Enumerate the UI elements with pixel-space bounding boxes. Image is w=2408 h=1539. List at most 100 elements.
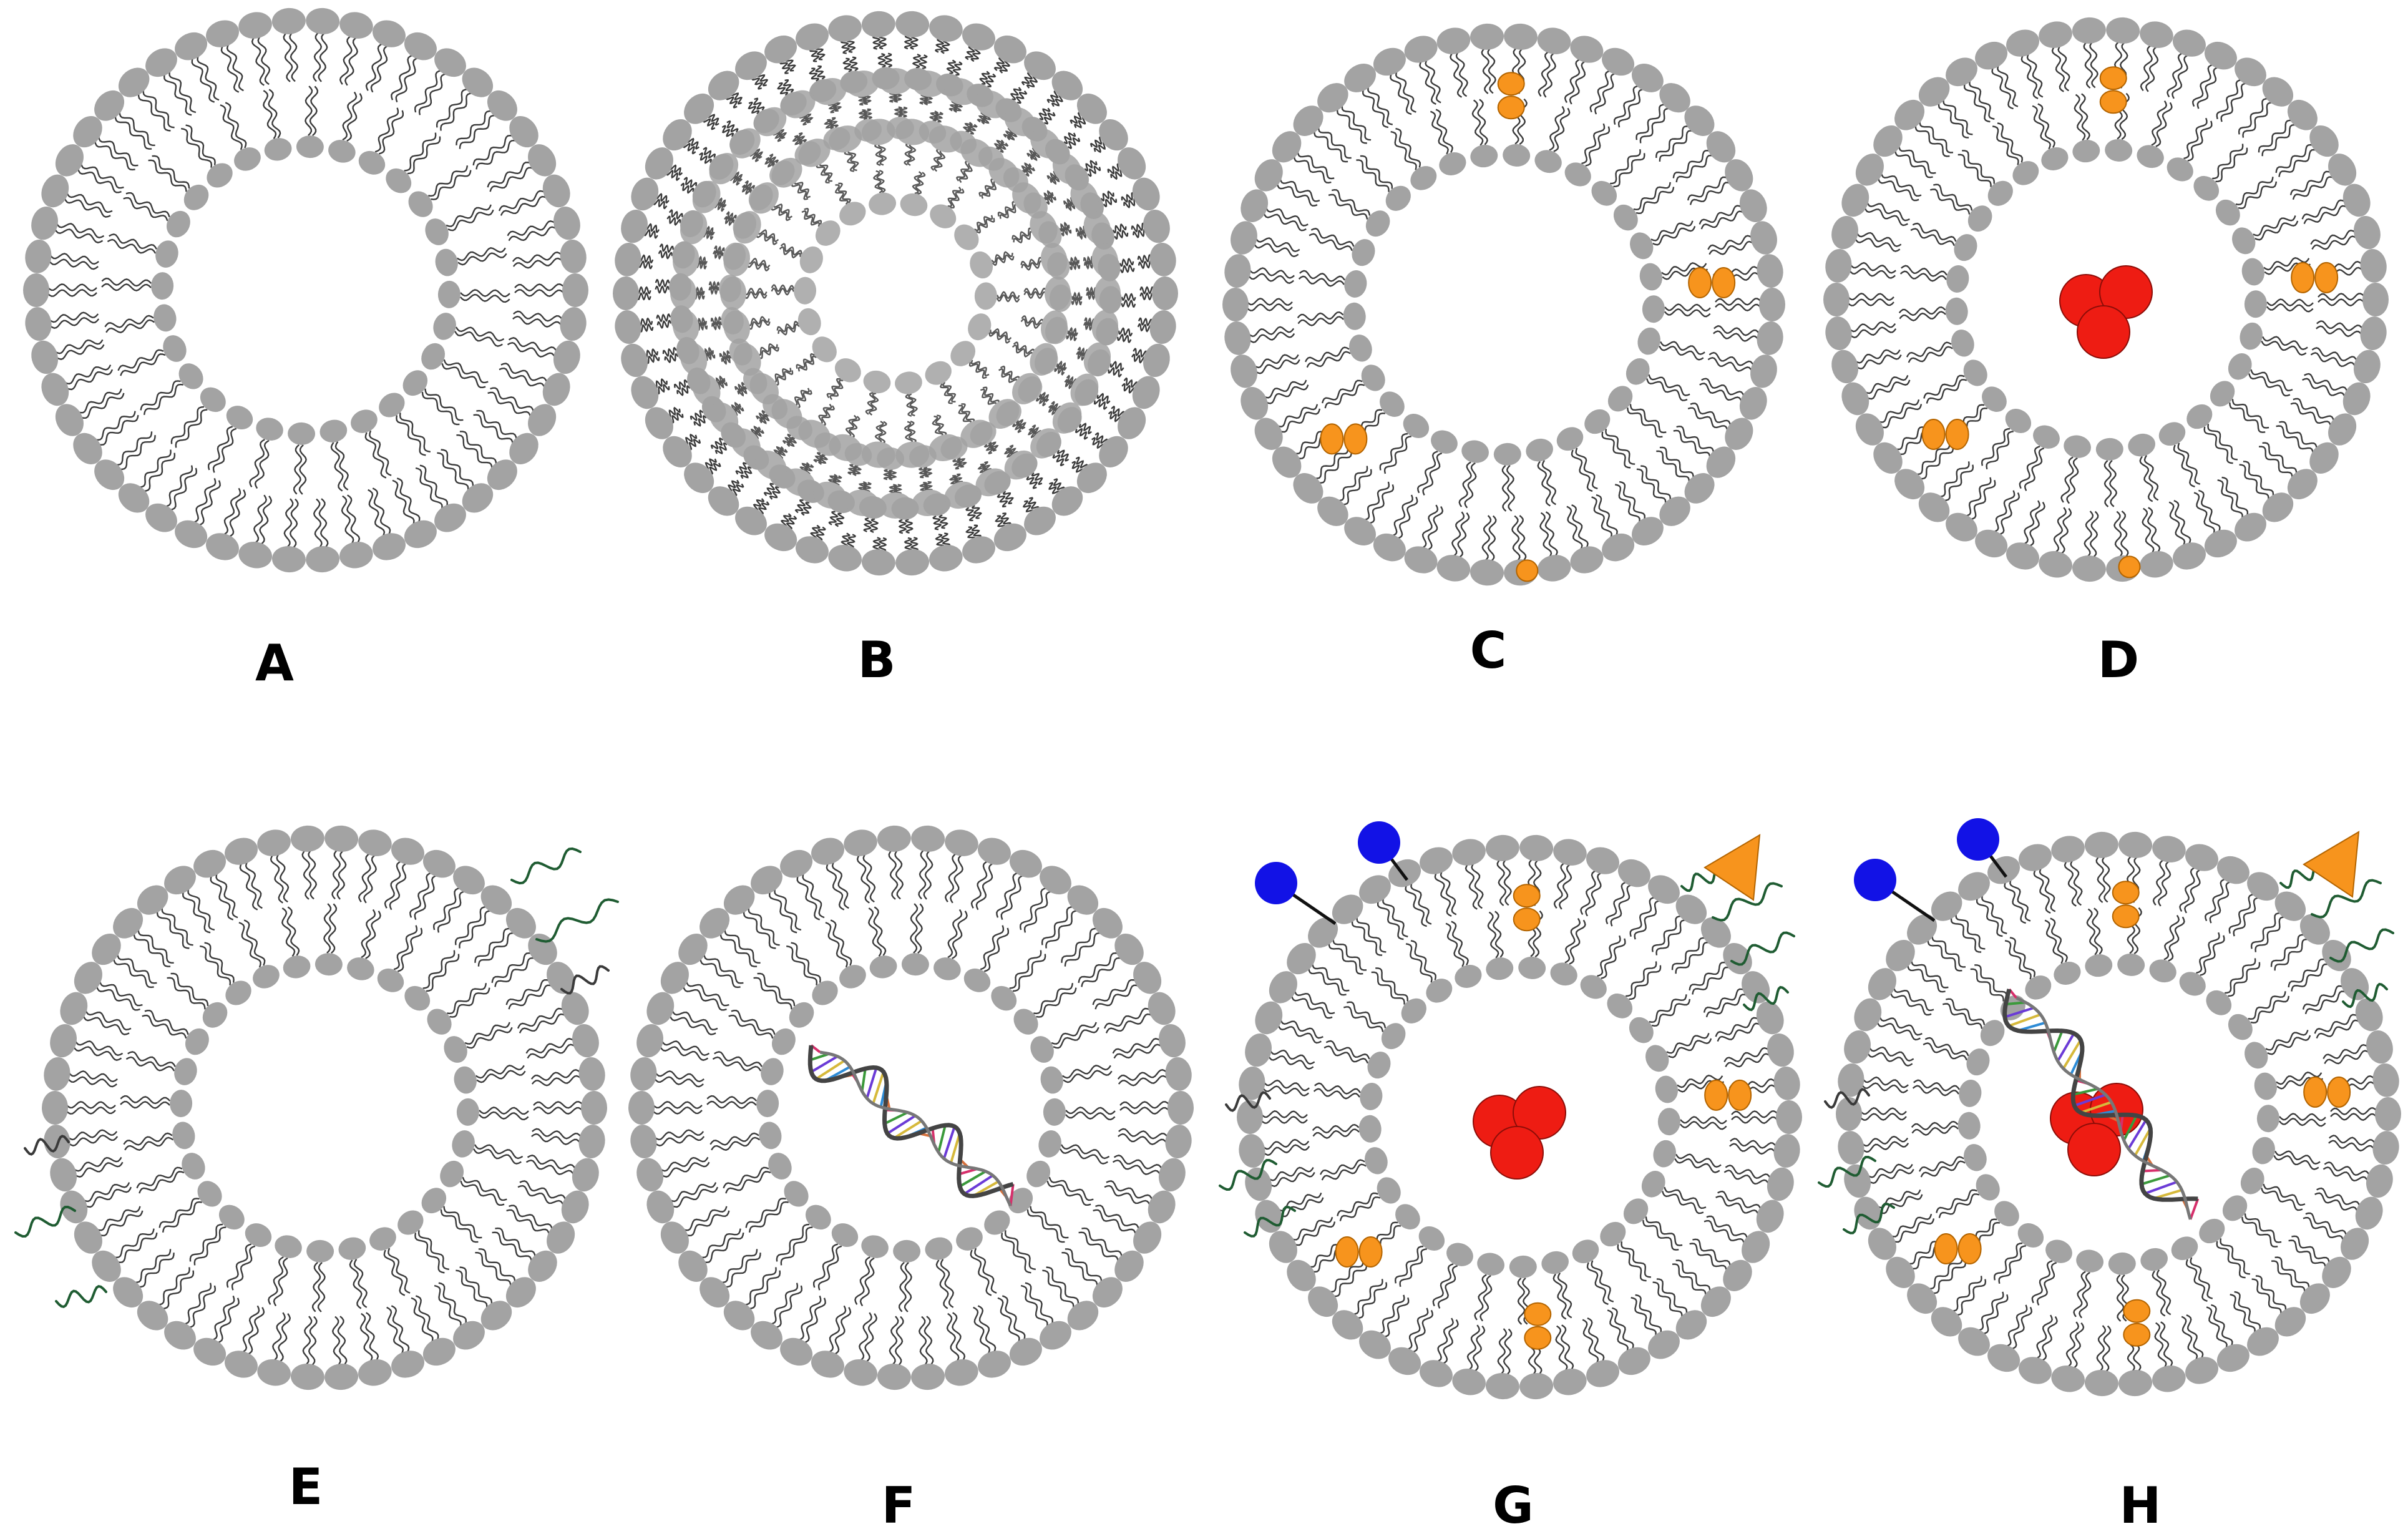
lipid-head bbox=[572, 1158, 599, 1192]
lipid-tail bbox=[1121, 192, 1136, 203]
lipid-tail bbox=[2157, 860, 2172, 907]
lipid-tail bbox=[478, 1111, 529, 1121]
lipid-tail bbox=[1397, 496, 1418, 540]
lipid-head bbox=[1419, 1360, 1453, 1387]
lipid-tail bbox=[1974, 964, 2007, 999]
lipid-head bbox=[1767, 1167, 1794, 1201]
lipid-tail bbox=[289, 31, 299, 82]
lipid-tail bbox=[684, 433, 698, 446]
drug-molecule bbox=[2077, 305, 2130, 359]
lipid-head bbox=[1742, 1231, 1770, 1263]
lipid-tail bbox=[464, 1022, 510, 1045]
lipid-head bbox=[290, 1364, 324, 1390]
lipid-tail bbox=[1596, 494, 1618, 537]
lipid-tail bbox=[1321, 379, 1363, 404]
lipid-tail bbox=[888, 91, 898, 103]
lipid-tail bbox=[1649, 994, 1687, 1024]
lipid-tail bbox=[2198, 489, 2221, 532]
lipid-tail bbox=[1063, 132, 1076, 145]
lipid-tail bbox=[268, 89, 281, 139]
lipid-tail bbox=[374, 107, 399, 153]
lipid-tail bbox=[399, 413, 431, 453]
lipid-tail bbox=[980, 388, 997, 408]
lipid-tail bbox=[2324, 1050, 2370, 1065]
lipid-tail bbox=[743, 291, 768, 300]
lipid-head bbox=[164, 866, 196, 895]
lipid-tail bbox=[993, 139, 1005, 150]
lipid-tail bbox=[814, 65, 826, 80]
lipid-head bbox=[730, 128, 761, 159]
lipid-tail bbox=[688, 438, 701, 451]
lipid-tail bbox=[293, 444, 303, 495]
lipid-tail bbox=[965, 507, 977, 522]
lipid-tail bbox=[440, 1209, 479, 1243]
lipid-tail bbox=[1280, 408, 1321, 433]
lipid-tail bbox=[1000, 365, 1020, 381]
lipid-head bbox=[630, 1125, 657, 1159]
lipid-head bbox=[1012, 182, 1041, 214]
lipid-tail bbox=[971, 505, 982, 519]
lipid-tail bbox=[777, 323, 800, 336]
lipid-tail bbox=[1986, 431, 2014, 469]
lipid-head bbox=[733, 211, 761, 244]
lipid-tail bbox=[2022, 500, 2040, 545]
lipid-tail bbox=[1081, 957, 1122, 987]
lipid-tail bbox=[1662, 1191, 1704, 1214]
lipid-head bbox=[200, 387, 226, 413]
lipid-tail bbox=[673, 379, 688, 391]
panel-label-h: H bbox=[2120, 1477, 2162, 1535]
lipid-tail bbox=[996, 294, 1020, 303]
lipid-head bbox=[1855, 154, 1884, 186]
lipid-tail bbox=[1635, 1294, 1662, 1334]
lipid-tail bbox=[1313, 1088, 1360, 1100]
lipid-tail bbox=[1025, 166, 1036, 177]
base-pair bbox=[815, 1059, 846, 1080]
lipid-tail bbox=[1304, 346, 1350, 363]
lipid-head bbox=[1404, 36, 1438, 63]
lipid-tail bbox=[671, 1186, 719, 1208]
lipid-tail bbox=[801, 502, 812, 516]
lipid-head bbox=[861, 549, 895, 576]
lipid-tail bbox=[1481, 47, 1491, 94]
lipid-head bbox=[1272, 131, 1302, 163]
lipid-tail bbox=[56, 222, 105, 239]
lipid-tail bbox=[782, 79, 794, 93]
lipid-tail bbox=[714, 442, 728, 455]
lipid-tail bbox=[670, 412, 684, 424]
lipid-head bbox=[434, 503, 466, 532]
lipid-tail bbox=[935, 38, 945, 53]
base-pair bbox=[865, 1067, 878, 1099]
lipid-tail bbox=[2132, 907, 2142, 955]
lipid-tail bbox=[819, 161, 833, 182]
lipid-tail bbox=[968, 361, 987, 379]
lipid-head bbox=[314, 953, 343, 976]
lipid-tail bbox=[962, 122, 973, 133]
lipid-head bbox=[1836, 1097, 1862, 1131]
lipid-tail bbox=[2329, 1135, 2376, 1146]
lipid-tail bbox=[1619, 481, 1646, 520]
lipid-head bbox=[1964, 1144, 1987, 1171]
lipid-tail bbox=[1367, 86, 1393, 125]
lipid-head bbox=[2171, 1236, 2198, 1261]
lipid-tail bbox=[803, 464, 814, 475]
lipid-head bbox=[900, 193, 928, 217]
lipid-tail bbox=[1248, 267, 1295, 279]
lipid-tail bbox=[1651, 915, 1682, 952]
lipid-tail bbox=[1121, 383, 1136, 394]
lipid-head bbox=[834, 358, 861, 383]
lipid-head bbox=[1706, 446, 1736, 478]
lipid-tail bbox=[1930, 188, 1971, 215]
lipid-tail bbox=[1856, 232, 1902, 247]
lipid-tail bbox=[910, 903, 919, 954]
lipid-tail bbox=[656, 320, 672, 330]
lipid-tail bbox=[1107, 163, 1121, 175]
lipid-head bbox=[1831, 349, 1859, 384]
lipid-tail bbox=[170, 406, 205, 444]
lipid-tail bbox=[872, 35, 881, 50]
lipid-head bbox=[505, 1277, 536, 1308]
lipid-tail bbox=[459, 910, 492, 949]
lipid-tail bbox=[1466, 1324, 1481, 1371]
lipid-tail bbox=[1383, 436, 1411, 474]
lipid-head bbox=[1526, 438, 1553, 462]
lipid-head bbox=[271, 7, 306, 34]
